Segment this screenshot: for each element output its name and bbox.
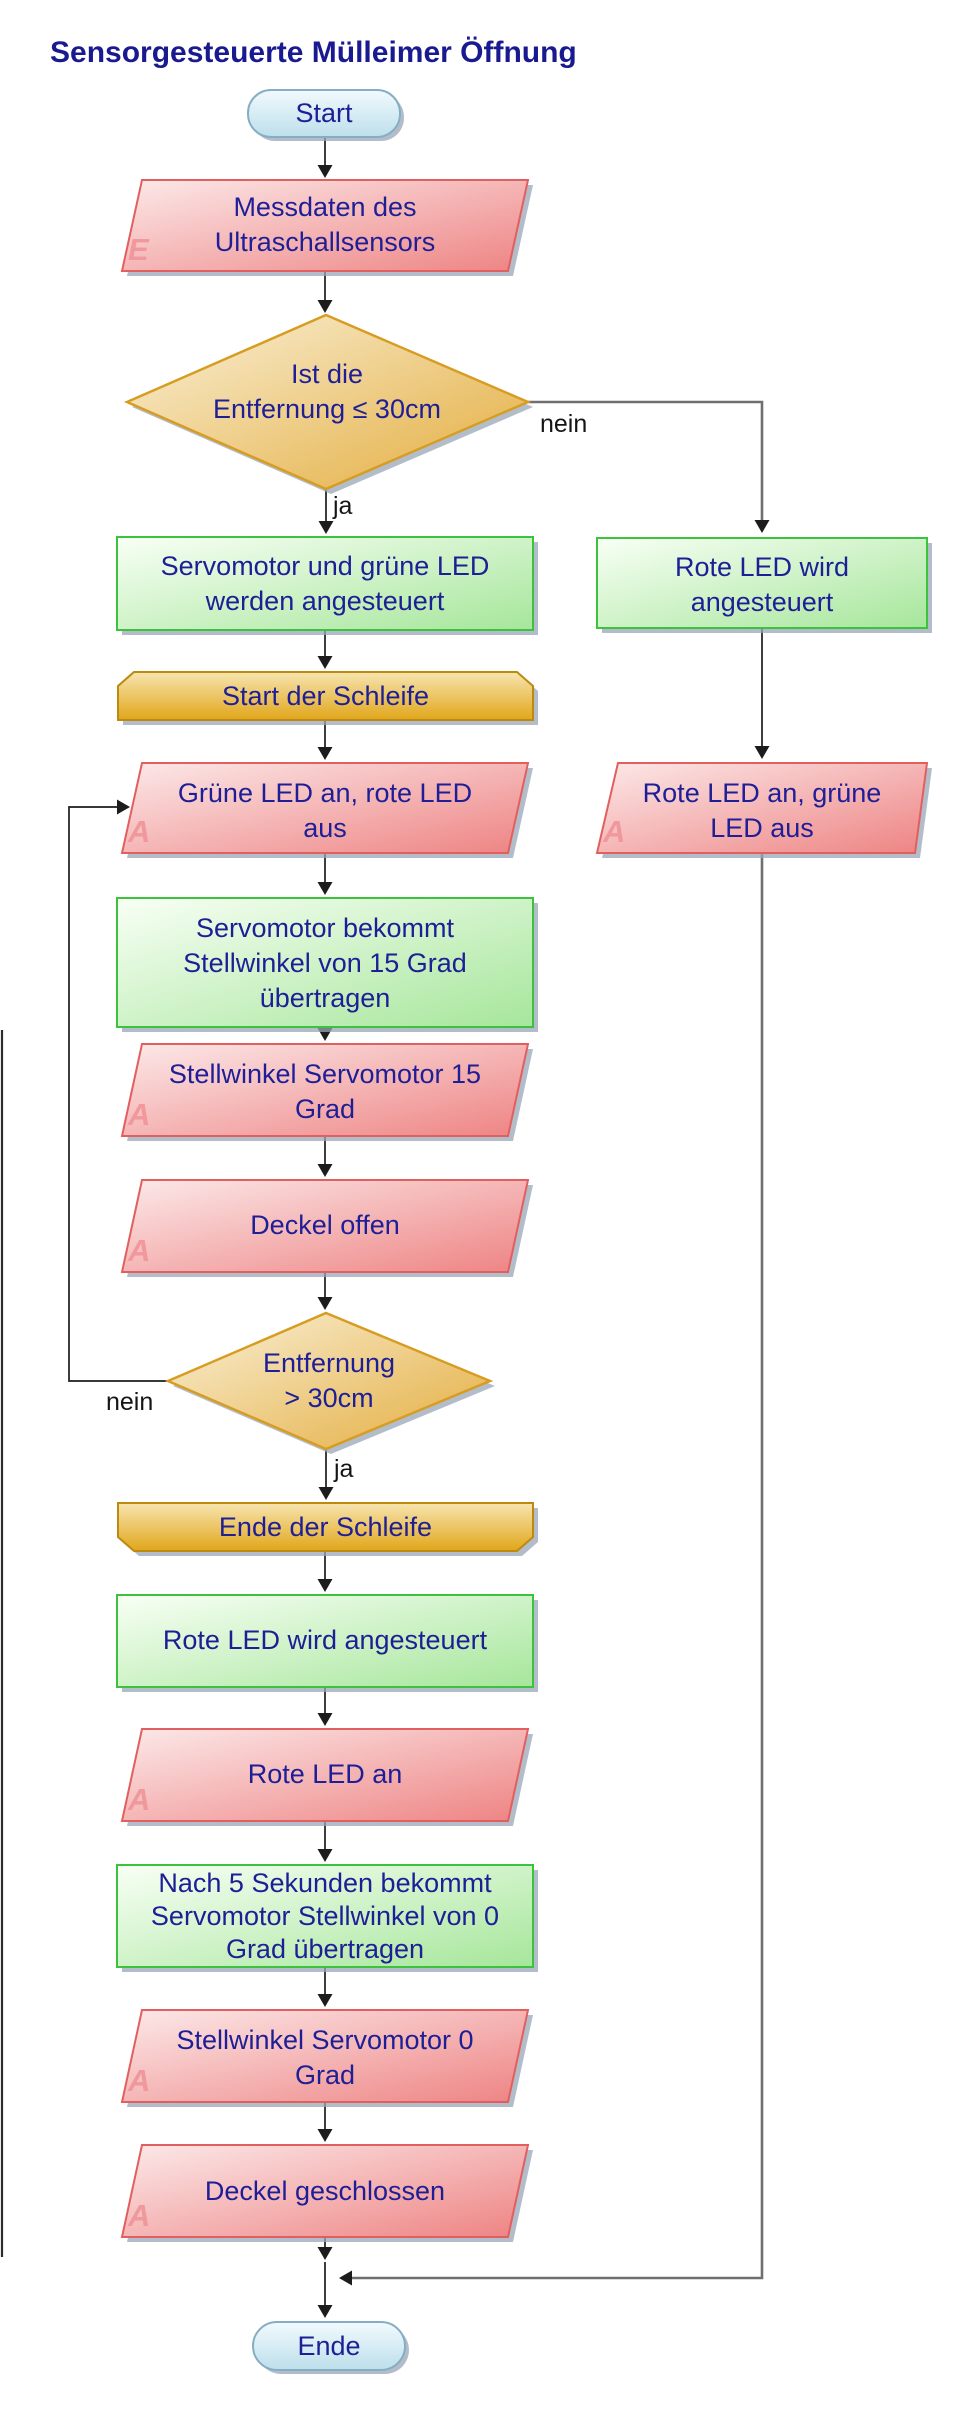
rote-led-an-gruen-io-shape xyxy=(595,762,929,854)
gruene-led-an-io-shape xyxy=(120,762,530,854)
rote-led-an-gruen-tag: A xyxy=(603,814,626,849)
start-terminator-shape xyxy=(247,89,401,138)
messdaten-tag: E xyxy=(128,232,149,267)
rote-led-an-io-shape xyxy=(120,1728,530,1822)
entfernung-decision-shape xyxy=(123,313,532,491)
servo-gruen-process-shape xyxy=(116,536,534,631)
rote-led-wird-right-process-shape xyxy=(596,537,928,629)
deckel-offen-label: Deckel offen xyxy=(250,1210,400,1240)
servo-15-label: Servomotor bekommt Stellwinkel von 15 Gr… xyxy=(183,913,467,1013)
schleife-start-label: Start der Schleife xyxy=(221,681,430,711)
nach-5-sek-process-shape xyxy=(116,1864,534,1968)
entfernung-decision-label: Ist die Entfernung ≤ 30cm xyxy=(213,359,441,424)
ende-label: Ende xyxy=(297,2331,361,2361)
ja-label: ja xyxy=(333,492,353,520)
rote-led-an-label: Rote LED an xyxy=(247,1759,403,1789)
connector-right-merge xyxy=(341,853,764,2280)
entfernung-loop-decision-shape xyxy=(164,1311,494,1451)
servo-gruen-label: Servomotor und grüne LED werden angesteu… xyxy=(160,551,490,616)
entfernung-loop-decision-label: Entfernung > 30cm xyxy=(262,1348,396,1413)
stellwinkel-15-io-shape xyxy=(120,1043,530,1137)
shapes xyxy=(116,89,932,2374)
nein-loop-label: nein xyxy=(106,1388,154,1416)
ja-loop-label: ja xyxy=(334,1455,354,1483)
deckel-offen-io-shape xyxy=(120,1179,530,1273)
rote-led-an-tag: A xyxy=(128,1782,151,1817)
messdaten-label: Messdaten des Ultraschallsensors xyxy=(214,192,436,257)
stellwinkel-0-io-shape xyxy=(120,2009,530,2103)
ende-terminator-shape xyxy=(252,2321,406,2371)
rote-led-wird-process-shape xyxy=(116,1594,534,1688)
deckel-geschlossen-tag: A xyxy=(128,2198,151,2233)
stellwinkel-0-tag: A xyxy=(128,2063,151,2098)
connector-loop-back xyxy=(68,799,168,1382)
servo-15-process-shape xyxy=(116,897,534,1028)
deckel-offen-tag: A xyxy=(128,1233,151,1268)
start-label: Start xyxy=(295,98,353,128)
rote-led-an-gruen-label: Rote LED an, grüne LED aus xyxy=(642,778,882,843)
gruene-led-an-label: Grüne LED an, rote LED aus xyxy=(177,778,473,843)
schleife-ende-label: Ende der Schleife xyxy=(218,1512,433,1542)
diagram-title: Sensorgesteuerte Mülleimer Öffnung xyxy=(50,36,577,69)
nein-label: nein xyxy=(540,410,588,438)
rote-led-wird-right-label: Rote LED wird angesteuert xyxy=(674,552,850,617)
gruene-led-an-tag: A xyxy=(128,814,151,849)
schleife-start-loop-shape xyxy=(117,671,534,721)
connectors xyxy=(68,137,770,2318)
stellwinkel-0-label: Stellwinkel Servomotor 0 Grad xyxy=(176,2025,474,2090)
nach-5-sek-label: Nach 5 Sekunden bekommt Servomotor Stell… xyxy=(150,1868,500,1964)
messdaten-io-shape xyxy=(120,179,530,272)
schleife-ende-loop-shape xyxy=(117,1502,534,1552)
connector-nein-branch xyxy=(528,400,764,528)
stellwinkel-15-label: Stellwinkel Servomotor 15 Grad xyxy=(168,1059,482,1124)
deckel-geschlossen-io-shape xyxy=(120,2144,530,2238)
stellwinkel-15-tag: A xyxy=(128,1097,151,1132)
rote-led-wird-label: Rote LED wird angesteuert xyxy=(162,1625,488,1655)
deckel-geschlossen-label: Deckel geschlossen xyxy=(204,2176,446,2206)
